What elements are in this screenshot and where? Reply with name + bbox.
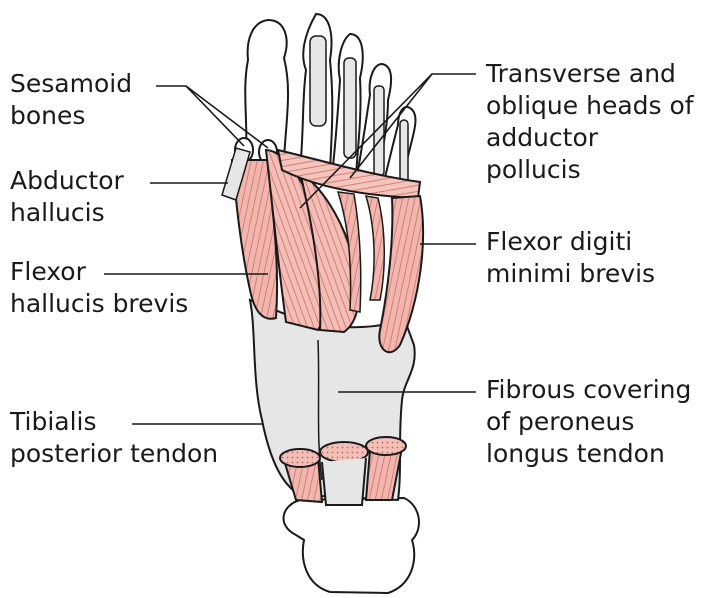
label-flexor-hallucis-brevis: Flexor hallucis brevis [10,256,188,320]
label-line: minimi brevis [486,259,656,288]
label-adductor-pollucis: Transverse and oblique heads of adductor… [486,58,694,186]
label-abductor-hallucis: Abductor hallucis [10,165,124,229]
label-flexor-digiti-minimi-brevis: Flexor digiti minimi brevis [486,226,655,290]
leader-sesamoid [156,85,245,147]
label-line: Transverse and [486,59,676,88]
leader-sesamoid-2 [185,85,269,149]
transverse-head-shape [276,148,422,200]
label-line: posterior tendon [10,439,219,468]
oblique-head-shape [298,169,360,334]
leader-adductor-2 [349,73,433,179]
label-line: bones [10,101,86,130]
label-line: longus tendon [486,439,665,468]
label-line: Sesamoid [10,69,133,98]
label-line: oblique heads of [486,91,694,120]
label-line: hallucis [10,198,105,227]
leader-lines [104,73,476,425]
label-line: adductor [486,123,599,152]
label-line: Flexor [10,257,86,286]
great-toe [244,18,290,161]
label-fibrous-covering: Fibrous covering of peroneus longus tend… [486,374,691,470]
label-line: Tibialis [10,407,97,436]
label-tibialis-posterior-tendon: Tibialis posterior tendon [10,406,218,470]
label-sesamoid-bones: Sesamoid bones [10,68,132,132]
calcaneus-bone [282,496,420,595]
flexor-digiti-minimi-shape [378,194,425,354]
toe-tendons [309,35,409,191]
label-line: pollucis [486,155,581,184]
interossei-shapes [336,191,386,313]
label-line: Fibrous covering [486,375,692,404]
label-line: hallucis brevis [10,289,189,318]
label-line: Abductor [10,166,124,195]
cut-tendons [279,436,407,506]
label-line: Flexor digiti [486,227,633,256]
label-line: of peroneus [486,407,635,436]
